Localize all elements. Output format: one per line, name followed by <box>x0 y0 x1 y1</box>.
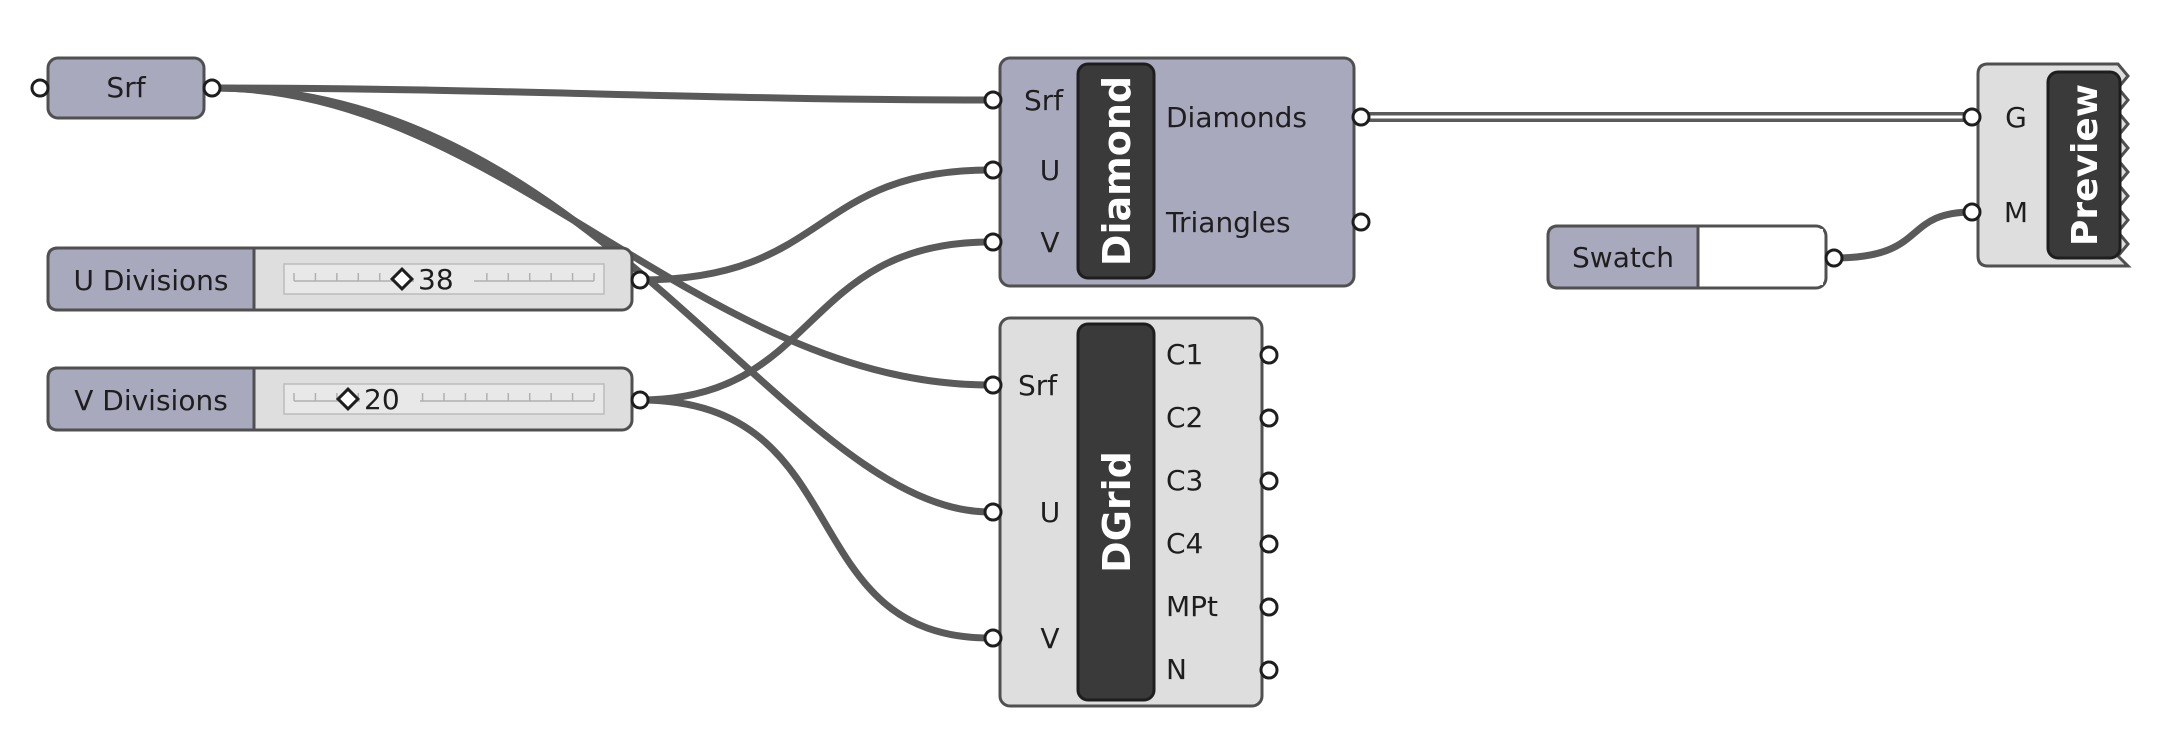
dgrid-input-srf: Srf <box>1018 369 1058 402</box>
wire-vdiv-to-dgrid-v[interactable] <box>636 396 994 642</box>
dgrid-output-c1: C1 <box>1166 338 1203 371</box>
srf-param[interactable]: Srf <box>30 56 222 120</box>
preview-title: Preview <box>2065 84 2106 246</box>
v-slider-handle-icon[interactable] <box>335 386 361 412</box>
diamond-v-grip[interactable] <box>983 232 1003 252</box>
u-slider-handle-icon[interactable] <box>389 266 415 292</box>
dgrid-u-grip[interactable] <box>983 502 1003 522</box>
swatch-label: Swatch <box>1572 241 1674 274</box>
preview-component[interactable]: Preview G M <box>1962 62 2132 268</box>
diamond-title-bar <box>1076 62 1156 280</box>
wire-udiv-to-diamond-u[interactable] <box>636 166 994 284</box>
diamond-output-triangles: Triangles <box>1165 206 1291 239</box>
v-slider-output-grip[interactable] <box>630 390 650 410</box>
dgrid-mpt-grip[interactable] <box>1259 597 1279 617</box>
diamond-diamonds-grip[interactable] <box>1351 107 1371 127</box>
swatch-color-box[interactable] <box>1701 229 1823 285</box>
preview-g-grip[interactable] <box>1962 107 1982 127</box>
wire-srf-to-diamond-srf[interactable] <box>210 84 994 104</box>
wires <box>210 84 1978 642</box>
diamond-output-diamonds: Diamonds <box>1166 101 1307 134</box>
srf-param-label: Srf <box>106 71 146 104</box>
wire-swatch-to-preview-m[interactable] <box>1830 208 1977 262</box>
dgrid-component[interactable]: DGrid Srf U V C1 C2 C3 C4 MPt N <box>983 316 1279 708</box>
preview-m-grip[interactable] <box>1962 202 1982 222</box>
dgrid-title-bar <box>1076 322 1156 702</box>
u-slider-output-grip[interactable] <box>630 270 650 290</box>
diamond-title: Diamond <box>1095 76 1139 266</box>
wire-srf-to-dgrid-srf[interactable] <box>210 84 994 389</box>
srf-param-output-grip[interactable] <box>202 78 222 98</box>
dgrid-output-c3: C3 <box>1166 464 1203 497</box>
diamond-component[interactable]: Diamond Srf U V Diamonds Triangles <box>983 56 1371 288</box>
dgrid-output-n: N <box>1166 653 1187 686</box>
v-slider-value-bg <box>360 385 420 413</box>
preview-title-bar <box>2046 70 2122 260</box>
dgrid-srf-grip[interactable] <box>983 375 1003 395</box>
swatch-output-grip[interactable] <box>1824 248 1844 268</box>
diamond-srf-grip[interactable] <box>983 90 1003 110</box>
wire-vdiv-to-diamond-v[interactable] <box>636 238 994 404</box>
dgrid-title: DGrid <box>1095 451 1139 573</box>
v-slider-value: 20 <box>364 383 400 416</box>
dgrid-c4-grip[interactable] <box>1259 534 1279 554</box>
dgrid-output-mpt: MPt <box>1166 590 1218 623</box>
dgrid-output-c2: C2 <box>1166 401 1203 434</box>
dgrid-output-c4: C4 <box>1166 527 1203 560</box>
preview-input-g: G <box>2005 101 2027 134</box>
dgrid-input-v: V <box>1040 622 1059 655</box>
diamond-input-u: U <box>1040 154 1061 187</box>
wire-srf-to-dgrid-u[interactable] <box>210 84 994 516</box>
diamond-input-v: V <box>1040 226 1059 259</box>
u-slider-value-bg <box>414 265 474 293</box>
u-slider-value: 38 <box>418 263 454 296</box>
dgrid-n-grip[interactable] <box>1259 660 1279 680</box>
swatch-param[interactable]: Swatch <box>1546 224 1844 290</box>
diamond-input-srf: Srf <box>1024 84 1064 117</box>
diamond-u-grip[interactable] <box>983 160 1003 180</box>
dgrid-c2-grip[interactable] <box>1259 408 1279 428</box>
diamond-triangles-grip[interactable] <box>1351 212 1371 232</box>
v-divisions-label: V Divisions <box>74 384 228 417</box>
preview-input-m: M <box>2004 196 2028 229</box>
u-divisions-slider[interactable]: U Divisions 38 <box>46 246 650 312</box>
srf-param-input-grip[interactable] <box>30 78 50 98</box>
dgrid-c3-grip[interactable] <box>1259 471 1279 491</box>
dgrid-c1-grip[interactable] <box>1259 345 1279 365</box>
dgrid-v-grip[interactable] <box>983 628 1003 648</box>
u-divisions-label: U Divisions <box>74 264 229 297</box>
dgrid-input-u: U <box>1040 496 1061 529</box>
v-divisions-slider[interactable]: V Divisions 20 <box>46 366 650 432</box>
